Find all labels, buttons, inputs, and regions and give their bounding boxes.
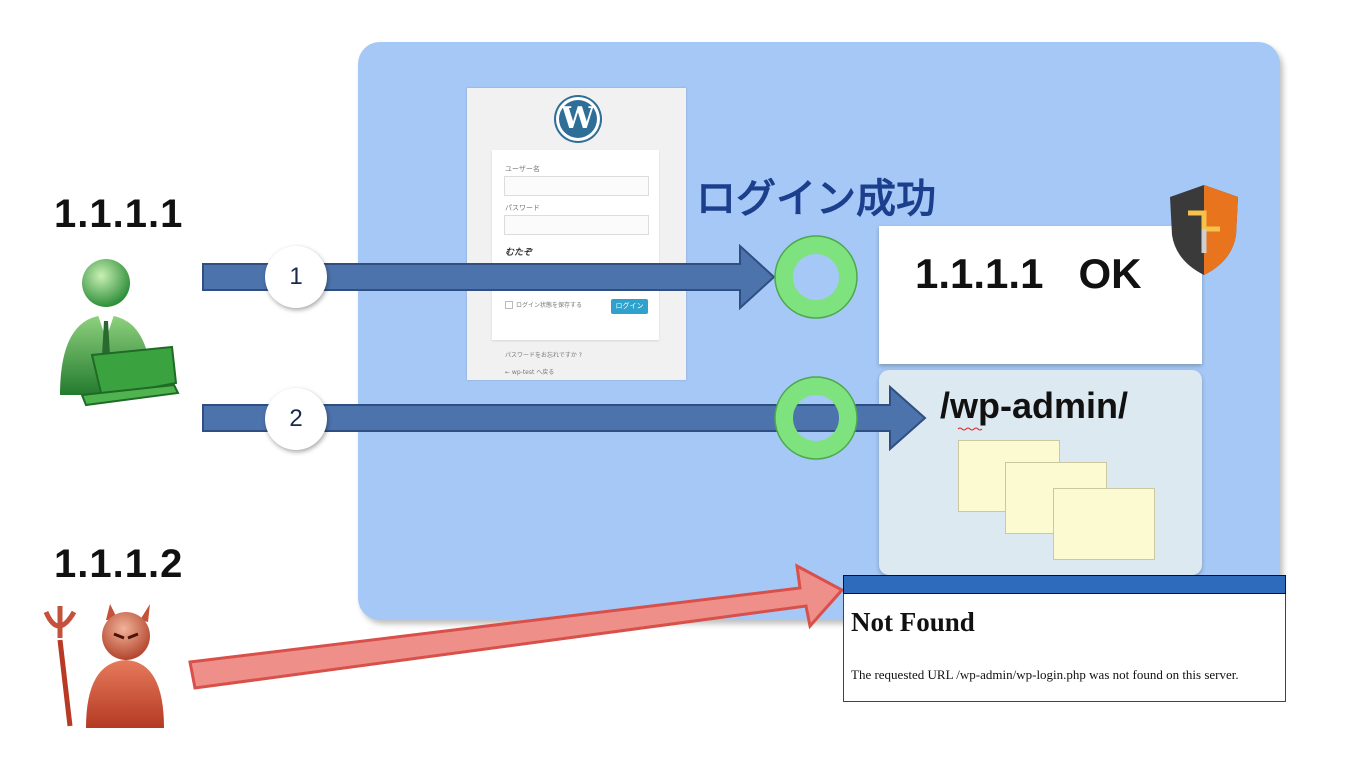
- captcha-image: むたぞ: [505, 247, 533, 257]
- attacker-ip-label: 1.1.1.2: [54, 542, 184, 586]
- username-input[interactable]: [504, 176, 649, 196]
- login-success-label: ログイン成功: [696, 176, 936, 222]
- back-to-site-link[interactable]: ← wp-test へ戻る: [505, 369, 555, 376]
- legit-ip-label: 1.1.1.1: [54, 192, 184, 236]
- step-1-badge: 1: [265, 246, 327, 308]
- page-icon: [1053, 488, 1155, 560]
- lost-password-link[interactable]: パスワードをお忘れですか ?: [505, 352, 582, 359]
- username-label: ユーザー名: [505, 165, 540, 173]
- password-label: パスワード: [505, 204, 540, 212]
- spellcheck-underline: [957, 427, 983, 431]
- shield-icon: [1170, 185, 1238, 275]
- login-button[interactable]: ログイン: [611, 299, 648, 314]
- allowed-ip-box: [879, 226, 1202, 364]
- user-icon: [60, 259, 180, 407]
- remember-label: ログイン状態を保存する: [516, 302, 583, 309]
- step-2-badge: 2: [265, 388, 327, 450]
- allowed-ip-text: 1.1.1.1 OK: [915, 250, 1142, 297]
- remember-checkbox[interactable]: [505, 301, 513, 309]
- not-found-titlebar: [843, 575, 1286, 594]
- not-found-page: [843, 575, 1286, 702]
- not-found-message: The requested URL /wp-admin/wp-login.php…: [851, 667, 1239, 682]
- wordpress-logo-icon: W: [556, 97, 600, 141]
- password-input[interactable]: [504, 215, 649, 235]
- attacker-arrow: [188, 563, 845, 690]
- not-found-title: Not Found: [851, 607, 975, 637]
- success-ring-2: [775, 377, 857, 459]
- devil-icon: [43, 604, 164, 728]
- wp-admin-path: /wp-admin/: [940, 385, 1128, 426]
- success-ring-1: [775, 236, 857, 318]
